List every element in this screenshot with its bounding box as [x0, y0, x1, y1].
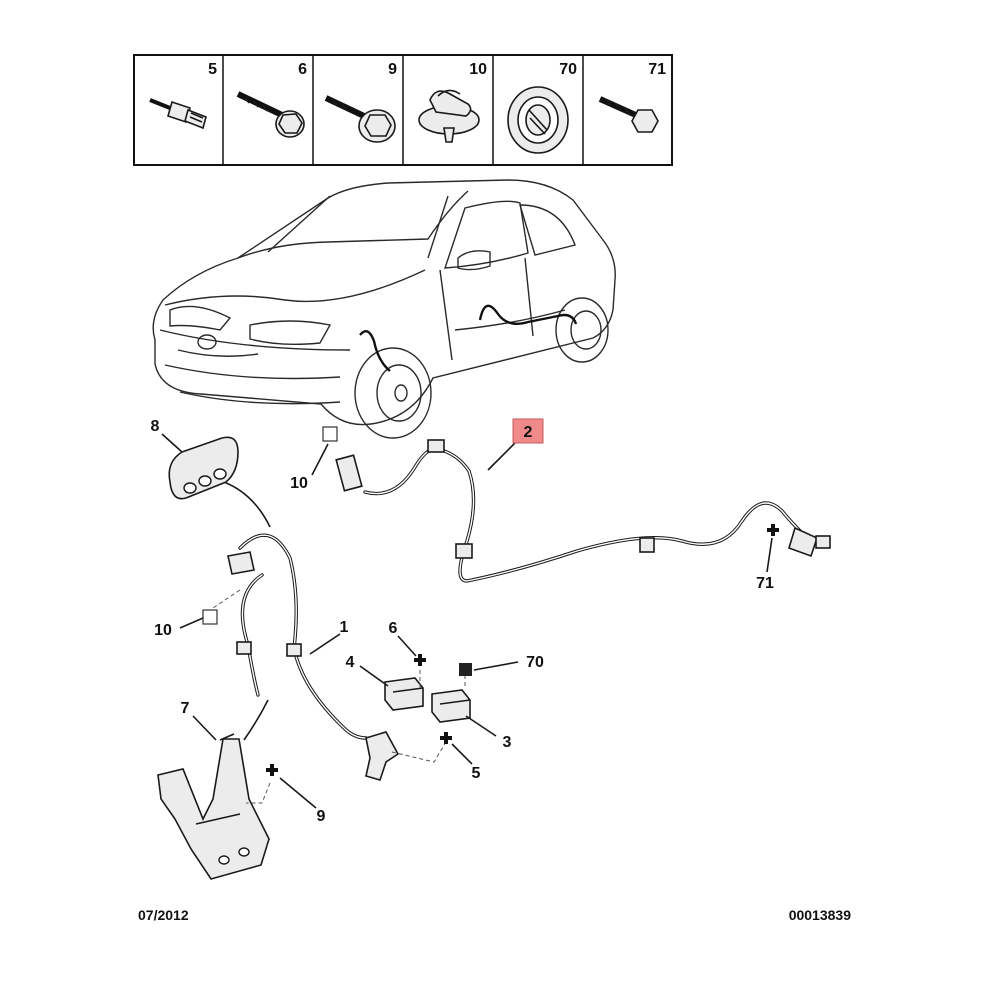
stud-bolt-icon: [149, 98, 207, 130]
leader-lines: [161, 433, 773, 809]
plug-connector-8: [168, 436, 239, 500]
callout-3: 3: [503, 734, 512, 751]
fastener-symbol-6: [414, 654, 426, 666]
footer-date: 07/2012: [138, 907, 189, 923]
header-ref-9: 9: [388, 61, 397, 78]
car-illustration: [152, 179, 616, 439]
header-ref-5: 5: [208, 61, 217, 78]
sensor-cable-2: [335, 439, 831, 583]
header-ref-70: 70: [559, 61, 577, 78]
grommet-icon: [507, 86, 569, 154]
fastener-symbol-71: [767, 524, 779, 536]
callout-6: 6: [389, 620, 398, 637]
callout-4: 4: [346, 654, 355, 671]
cable-clip-icon: [418, 89, 480, 143]
flange-bolt-icon: [236, 91, 305, 138]
sensor-cable-1: [223, 481, 400, 781]
header-ref-6: 6: [298, 61, 307, 78]
callout-8: 8: [151, 418, 160, 435]
callout-2: 2: [524, 424, 533, 441]
clamp-block-3: [431, 689, 471, 723]
hex-bolt-washer-icon: [324, 95, 396, 143]
callout-10b: 10: [154, 622, 172, 639]
footer-reference-number: 00013839: [789, 907, 852, 923]
callout-1: 1: [340, 619, 349, 636]
callout-7: 7: [181, 700, 190, 717]
grommet-symbol-70: [459, 663, 472, 676]
bracket-7: [157, 733, 270, 880]
highlighted-callout-box: [512, 418, 544, 444]
flange-screw-icon: [598, 96, 659, 133]
clip-symbol-10a: [322, 426, 338, 442]
header-ref-71: 71: [648, 61, 666, 78]
clip-symbol-10b: [202, 609, 218, 625]
callout-9: 9: [317, 808, 326, 825]
callout-5: 5: [472, 765, 481, 782]
callout-10a: 10: [290, 475, 308, 492]
header-ref-10: 10: [469, 61, 487, 78]
parts-header-table: 5 6 9 10 70 71: [133, 54, 673, 166]
callout-71: 71: [756, 575, 774, 592]
callout-70: 70: [526, 654, 544, 671]
clamp-block-4: [384, 677, 424, 711]
fastener-symbol-5: [440, 732, 452, 744]
fastener-symbol-9: [266, 764, 278, 776]
